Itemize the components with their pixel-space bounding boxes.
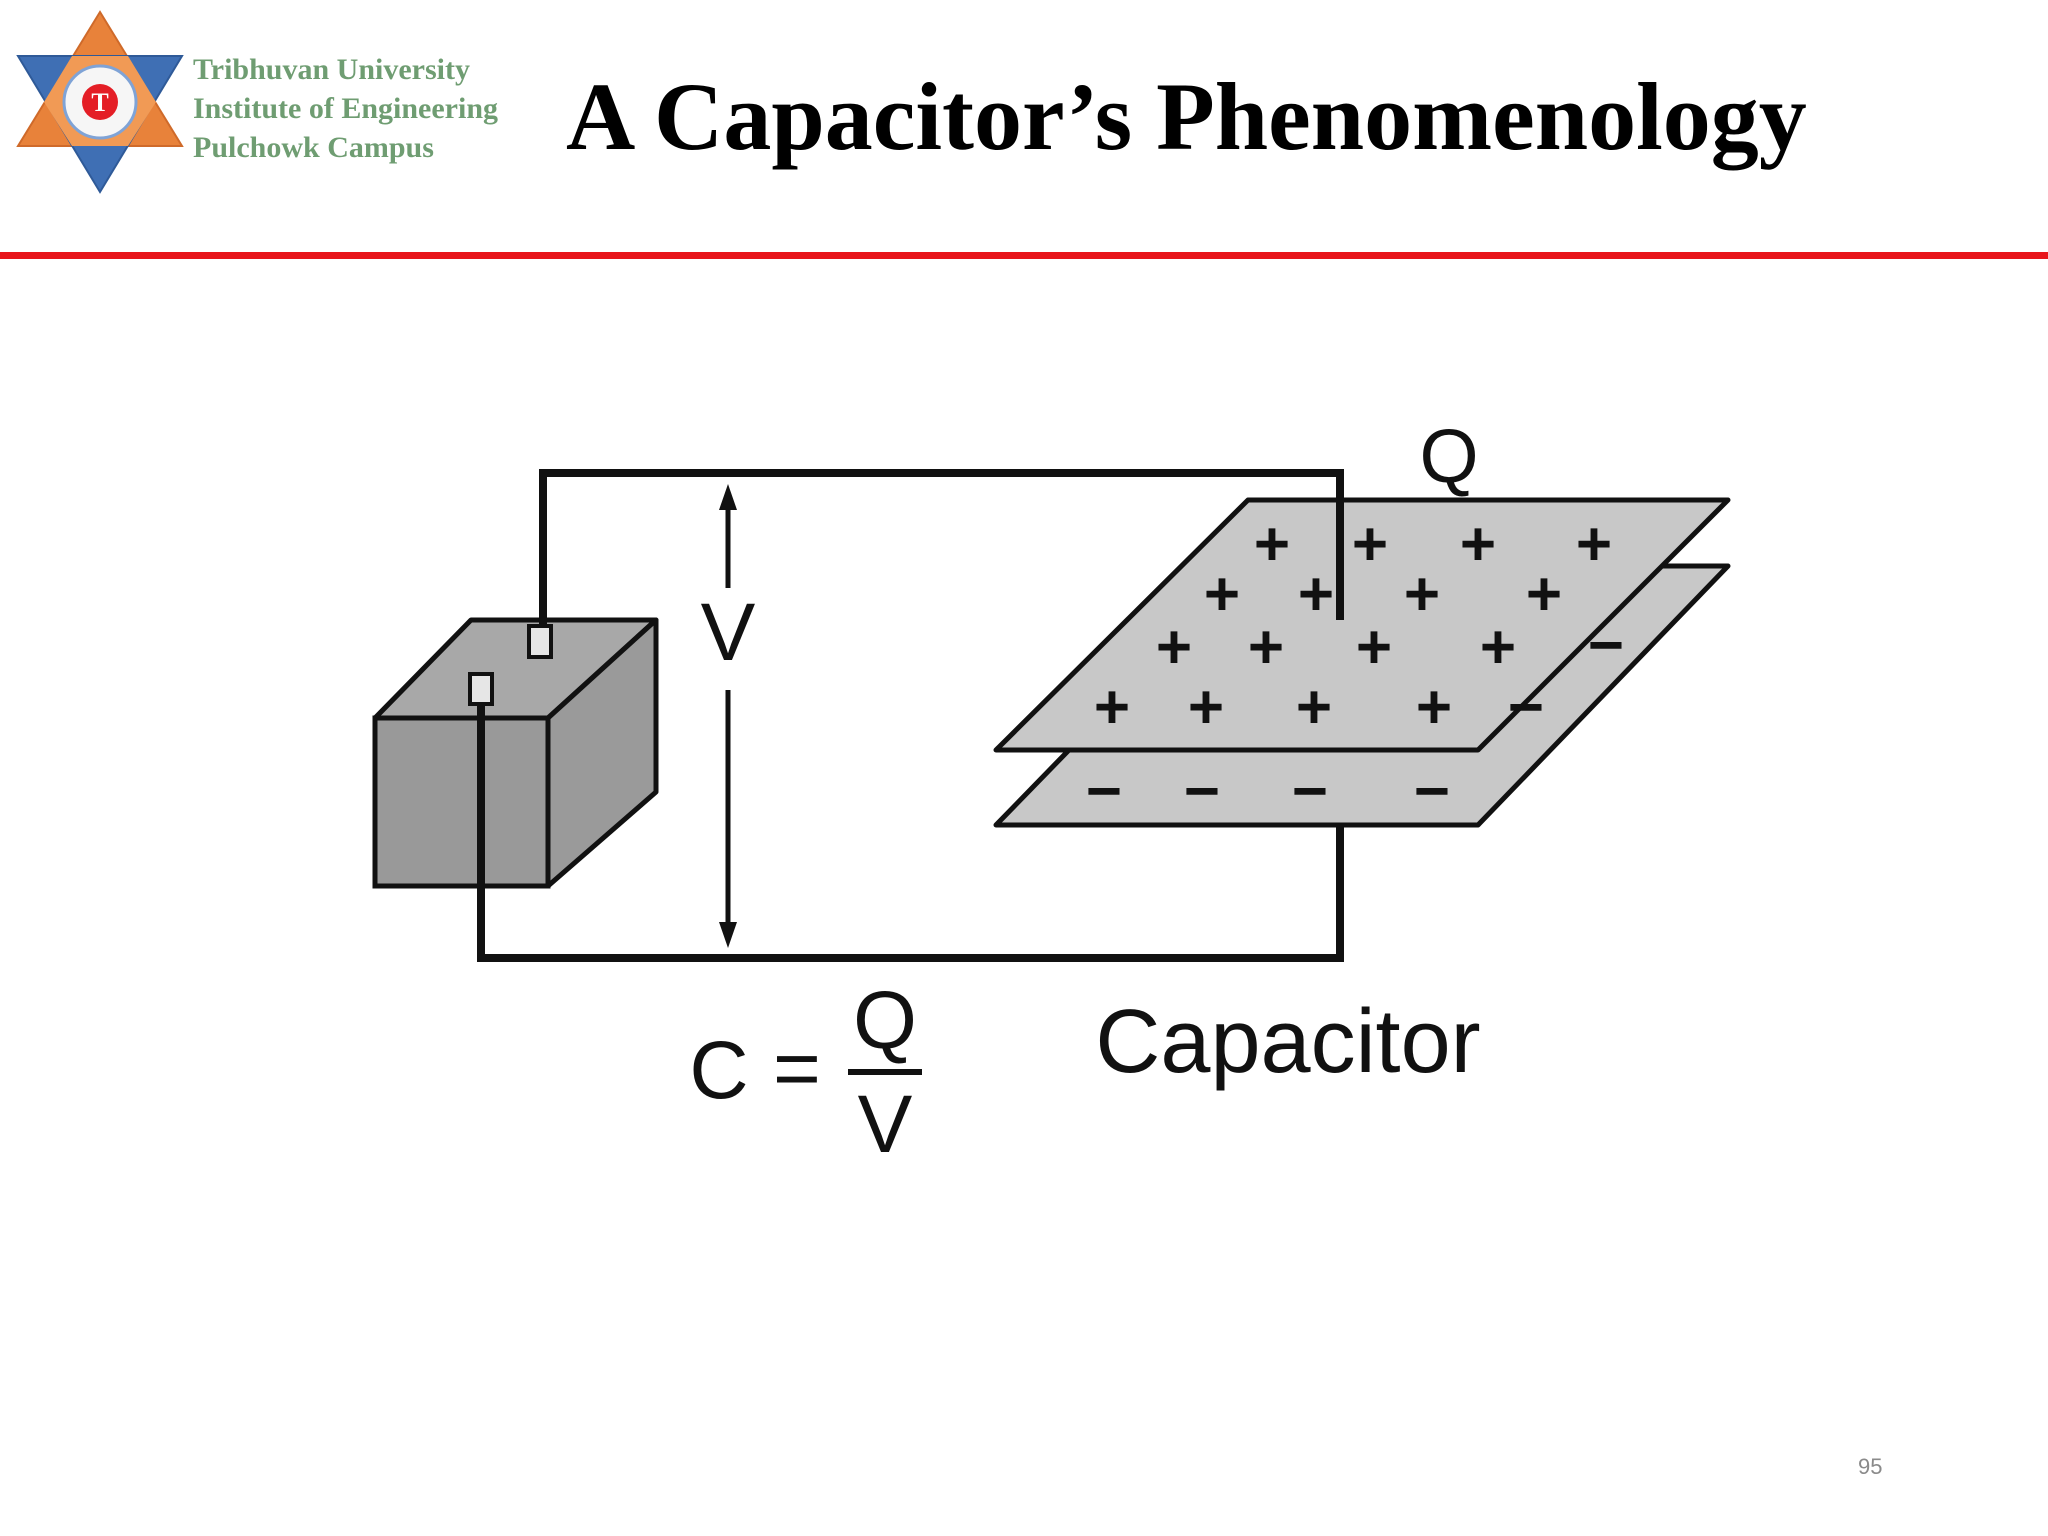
formula-denominator: V xyxy=(858,1079,913,1170)
plus-charge: + xyxy=(1352,510,1388,579)
battery-front-face xyxy=(372,715,551,889)
voltage-arrow-up-head xyxy=(719,484,737,510)
minus-charge: − xyxy=(1508,673,1544,742)
wire-top xyxy=(539,469,1344,626)
formula-equals: = xyxy=(773,1023,821,1114)
plus-charge: + xyxy=(1416,673,1452,742)
battery xyxy=(372,617,659,889)
plus-charge: + xyxy=(1298,560,1334,629)
plus-charge: + xyxy=(1404,560,1440,629)
formula-lhs: C xyxy=(689,1025,748,1116)
plus-charge: + xyxy=(1188,673,1224,742)
capacitance-formula: C = Q V xyxy=(689,975,922,1170)
capacitor-label: Capacitor xyxy=(1095,992,1480,1092)
slide-title: A Capacitor’s Phenomenology xyxy=(566,63,1807,170)
emblem-letter: T xyxy=(91,88,108,117)
institution-logo-block: T Tribhuvan University Institute of Engi… xyxy=(10,10,610,195)
minus-charge: − xyxy=(1184,757,1220,826)
page-number: 95 xyxy=(1858,1454,1883,1479)
institution-name: Tribhuvan University Institute of Engine… xyxy=(193,50,498,167)
emblem-seal xyxy=(82,84,118,120)
title-divider xyxy=(0,252,2048,259)
plus-charge: + xyxy=(1254,510,1290,579)
bottom-plate-charges: −−−−−− xyxy=(1086,611,1624,826)
battery-terminal-back xyxy=(527,624,553,659)
plus-charge: + xyxy=(1526,560,1562,629)
voltage-arrow-down-head xyxy=(719,922,737,948)
plus-charge: + xyxy=(1248,613,1284,682)
plus-charge: + xyxy=(1576,510,1612,579)
institution-line-campus: Pulchowk Campus xyxy=(193,131,434,164)
top-plate xyxy=(993,497,1731,753)
top-plate-charges: ++++++++++++++++ xyxy=(1094,510,1612,742)
plus-charge: + xyxy=(1094,673,1130,742)
minus-charge: − xyxy=(1086,757,1122,826)
capacitor: ++++++++++++++++ −−−−−− xyxy=(993,497,1731,828)
minus-charge: − xyxy=(1588,611,1624,680)
institution-line-institute: Institute of Engineering xyxy=(193,92,499,125)
battery-terminal-front xyxy=(468,672,494,706)
plus-charge: + xyxy=(1156,613,1192,682)
plus-charge: + xyxy=(1356,613,1392,682)
formula-numerator: Q xyxy=(853,975,917,1066)
tribhuvan-university-emblem-icon: T xyxy=(16,10,184,194)
voltage-label: V xyxy=(701,587,756,678)
wire-bottom xyxy=(477,704,1344,962)
plus-charge: + xyxy=(1204,560,1240,629)
plus-charge: + xyxy=(1480,613,1516,682)
institution-line-university: Tribhuvan University xyxy=(193,53,470,86)
minus-charge: − xyxy=(1414,757,1450,826)
plus-charge: + xyxy=(1296,673,1332,742)
voltage-arrow xyxy=(719,484,737,948)
plus-charge: + xyxy=(1460,510,1496,579)
charge-label: Q xyxy=(1419,414,1478,499)
minus-charge: − xyxy=(1292,757,1328,826)
